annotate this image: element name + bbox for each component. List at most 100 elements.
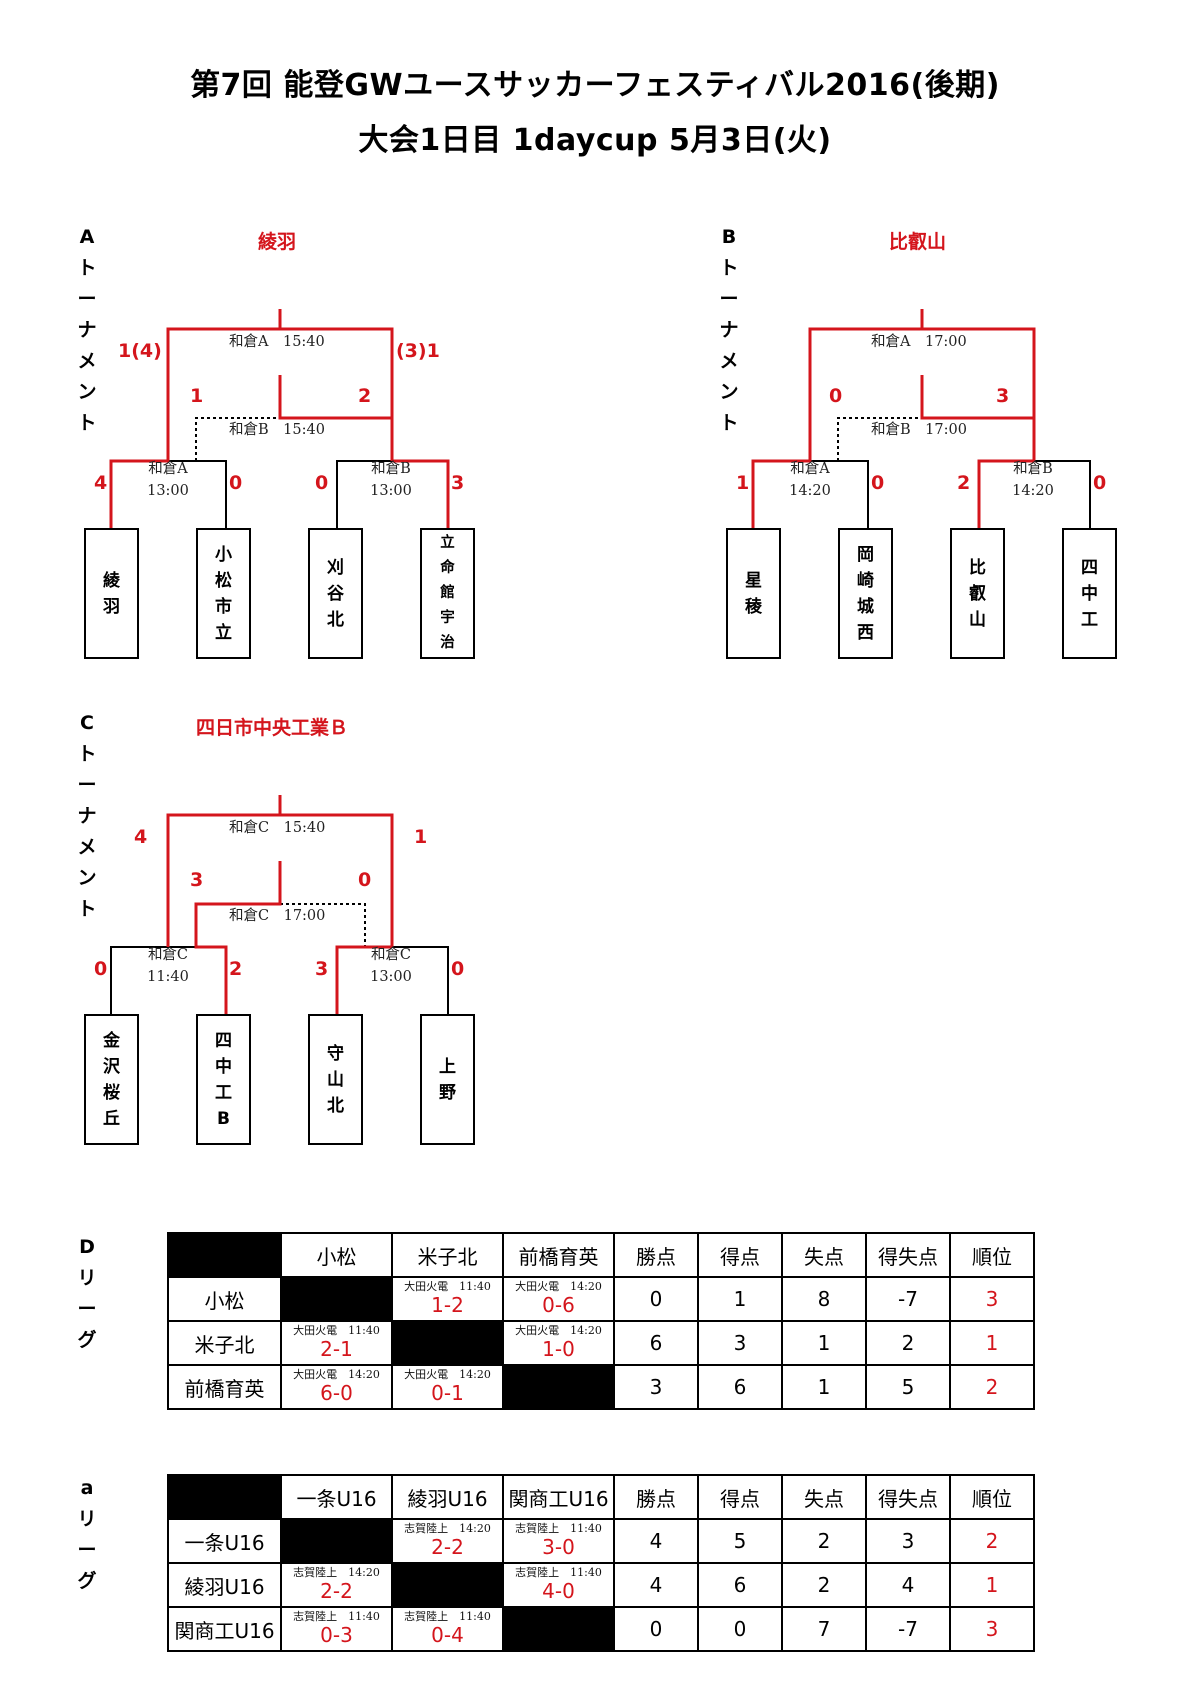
- page-subtitle: 大会1日目 1daycup 5月3日(火): [358, 123, 832, 158]
- rank-cell: 1: [949, 1562, 1035, 1608]
- column-header: 前橋育英: [502, 1232, 615, 1278]
- row-team: 前橋育英: [167, 1364, 282, 1410]
- tournament-b-third-info: 和倉B 17:00: [871, 422, 967, 438]
- score: 4: [94, 472, 108, 494]
- column-header: 得点: [697, 1474, 783, 1520]
- points-cell: 0: [613, 1606, 699, 1652]
- goal-diff-cell: 2: [865, 1320, 951, 1366]
- team-box: 守山北: [308, 1014, 363, 1145]
- team-box: 刈谷北: [308, 528, 363, 659]
- goal-diff-cell: -7: [865, 1606, 951, 1652]
- score: 0: [94, 958, 108, 980]
- row-team: 一条U16: [167, 1518, 282, 1564]
- goal-diff-cell: 3: [865, 1518, 951, 1564]
- score: 1(4): [118, 340, 162, 362]
- score: 2: [957, 472, 971, 494]
- score: 1: [190, 385, 204, 407]
- self-cell: [502, 1364, 615, 1410]
- column-header: 得失点: [865, 1232, 951, 1278]
- team-box: 岡崎城西: [838, 528, 893, 659]
- column-header: 得点: [697, 1232, 783, 1278]
- team-box: 立命館宇治: [420, 528, 475, 659]
- tournament-c-third-info: 和倉C 17:00: [229, 908, 326, 924]
- goals-against-cell: 2: [781, 1562, 867, 1608]
- score: 1: [414, 826, 428, 848]
- self-cell: [502, 1606, 615, 1652]
- league-a-table: 一条U16 綾羽U16 関商工U16 勝点 得点 失点 得失点 順位 一条U16…: [167, 1474, 1035, 1652]
- self-cell: [391, 1562, 504, 1608]
- goals-for-cell: 1: [697, 1276, 783, 1322]
- league-d-table: 小松 米子北 前橋育英 勝点 得点 失点 得失点 順位 小松 大田火電 11:4…: [167, 1232, 1035, 1410]
- score: 3: [451, 472, 465, 494]
- score: 3: [315, 958, 329, 980]
- column-header: 勝点: [613, 1474, 699, 1520]
- goal-diff-cell: 4: [865, 1562, 951, 1608]
- score: 3: [996, 385, 1010, 407]
- goals-against-cell: 2: [781, 1518, 867, 1564]
- row-team: 米子北: [167, 1320, 282, 1366]
- score: 0: [358, 869, 372, 891]
- self-cell: [280, 1276, 393, 1322]
- column-header: 一条U16: [280, 1474, 393, 1520]
- column-header: 得失点: [865, 1474, 951, 1520]
- score: 0: [315, 472, 329, 494]
- score: 2: [229, 958, 243, 980]
- tournament-c-final-info: 和倉C 15:40: [229, 820, 326, 836]
- team-box: 綾羽: [84, 528, 139, 659]
- score: 1: [736, 472, 750, 494]
- score: 3: [190, 869, 204, 891]
- team-box: 比叡山: [950, 528, 1005, 659]
- tournament-b-final-info: 和倉A 17:00: [871, 334, 967, 350]
- team-box: 星稜: [726, 528, 781, 659]
- team-box: 上野: [420, 1014, 475, 1145]
- column-header: 順位: [949, 1232, 1035, 1278]
- tournament-b-winner: 比叡山: [889, 231, 947, 253]
- score: 0: [451, 958, 465, 980]
- goals-for-cell: 3: [697, 1320, 783, 1366]
- row-team: 小松: [167, 1276, 282, 1322]
- goals-against-cell: 1: [781, 1364, 867, 1410]
- rank-cell: 3: [949, 1606, 1035, 1652]
- tournament-a-winner: 綾羽: [258, 231, 297, 253]
- goals-against-cell: 8: [781, 1276, 867, 1322]
- score: 2: [358, 385, 372, 407]
- score: 0: [829, 385, 843, 407]
- score: 0: [1093, 472, 1107, 494]
- tournament-c-winner: 四日市中央工業Ｂ: [196, 717, 349, 739]
- goals-for-cell: 5: [697, 1518, 783, 1564]
- header-corner: [167, 1232, 282, 1278]
- rank-cell: 2: [949, 1518, 1035, 1564]
- column-header: 失点: [781, 1232, 867, 1278]
- rank-cell: 3: [949, 1276, 1035, 1322]
- goals-for-cell: 6: [697, 1562, 783, 1608]
- team-box: 小松市立: [196, 528, 251, 659]
- column-header: 勝点: [613, 1232, 699, 1278]
- points-cell: 3: [613, 1364, 699, 1410]
- column-header: 米子北: [391, 1232, 504, 1278]
- rank-cell: 1: [949, 1320, 1035, 1366]
- tournament-a-third-info: 和倉B 15:40: [229, 422, 325, 438]
- self-cell: [280, 1518, 393, 1564]
- column-header: 失点: [781, 1474, 867, 1520]
